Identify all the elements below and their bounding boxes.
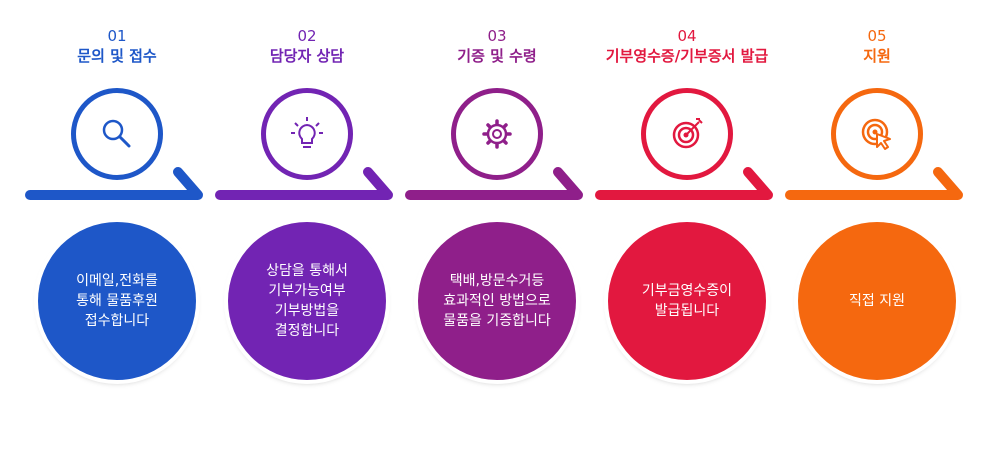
step-5-description: 직접 지원 <box>798 222 956 380</box>
arrow-segment-2 <box>215 167 393 200</box>
arrow-segment-1 <box>25 167 203 200</box>
step-3-icon-ring <box>451 88 543 180</box>
step-1-header: 01 문의 및 접수 <box>22 26 212 66</box>
step-3-description: 택배,방문수거등 효과적인 방법으로 물품을 기증합니다 <box>418 222 576 380</box>
arrow-segment-4 <box>595 167 773 200</box>
step-3-title: 기증 및 수령 <box>457 47 537 65</box>
step-4-number: 04 <box>677 27 697 45</box>
step-4-description: 기부금영수증이 발급됩니다 <box>608 222 766 380</box>
step-1-number: 01 <box>107 27 127 45</box>
step-5-header: 05 지원 <box>782 26 972 66</box>
step-3-header: 03 기증 및 수령 <box>402 26 592 66</box>
step-2-description-text: 상담을 통해서 기부가능여부 기부방법을 결정합니다 <box>266 263 348 339</box>
step-2-number: 02 <box>297 27 317 45</box>
step-4-icon-ring <box>641 88 733 180</box>
step-5-number: 05 <box>867 27 887 45</box>
step-4-title: 기부영수증/기부증서 발급 <box>605 47 769 65</box>
search-icon <box>102 119 131 148</box>
step-2: 02 담당자 상담 상담을 통해서 기부가능여부 기부방법을 결정합니다 <box>212 0 402 457</box>
step-2-header: 02 담당자 상담 <box>212 26 402 66</box>
step-3: 03 기증 및 수령 택배,방문수거등 효과적인 방법으로 <box>402 0 592 457</box>
step-5: 05 지원 직접 지원 <box>782 0 972 457</box>
step-4: 04 기부영수증/기부증서 발급 기부금영수증이 발급됩니다 <box>592 0 782 457</box>
step-2-description: 상담을 통해서 기부가능여부 기부방법을 결정합니다 <box>228 222 386 380</box>
step-1-description: 이메일,전화를 통해 물품후원 접수합니다 <box>38 222 196 380</box>
step-4-description-text: 기부금영수증이 발급됩니다 <box>641 283 733 319</box>
step-1-icon-ring <box>71 88 163 180</box>
target-icon <box>672 118 703 149</box>
target-click-icon <box>861 118 891 150</box>
step-3-description-text: 택배,방문수거등 효과적인 방법으로 물품을 기증합니다 <box>443 273 551 329</box>
arrow-segment-3 <box>405 167 583 200</box>
step-5-icon-ring <box>831 88 923 180</box>
step-2-icon-ring <box>261 88 353 180</box>
step-1: 01 문의 및 접수 이메일,전화를 통해 물품후원 접수합니다 <box>22 0 212 457</box>
step-1-title: 문의 및 접수 <box>77 47 157 65</box>
step-1-description-text: 이메일,전화를 통해 물품후원 접수합니다 <box>76 273 158 329</box>
gear-icon <box>482 119 512 149</box>
lightbulb-icon <box>291 117 323 148</box>
step-4-header: 04 기부영수증/기부증서 발급 <box>592 26 782 66</box>
step-5-description-text: 직접 지원 <box>849 293 905 309</box>
step-2-title: 담당자 상담 <box>269 47 345 65</box>
step-5-title: 지원 <box>863 47 891 65</box>
arrow-segment-5 <box>785 167 963 200</box>
step-3-number: 03 <box>487 27 507 45</box>
